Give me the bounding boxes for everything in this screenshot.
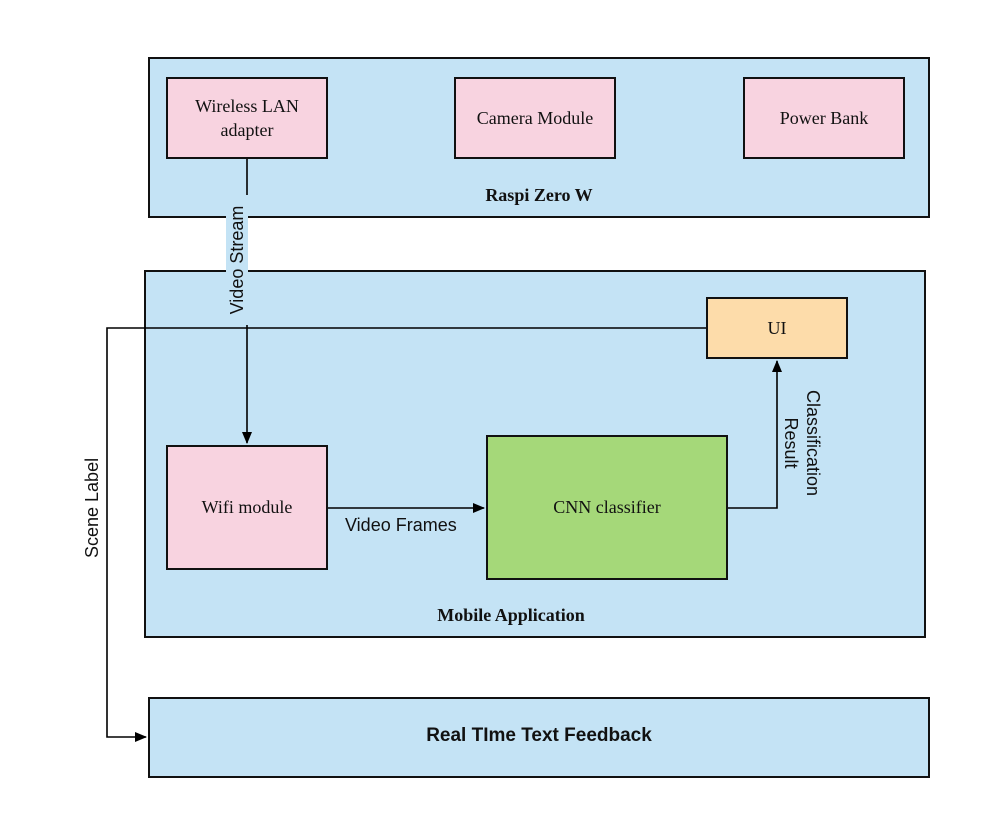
camera-module-box: Camera Module (454, 77, 616, 159)
wifi-module-box: Wifi module (166, 445, 328, 570)
classification-result-edge (728, 360, 782, 509)
real-time-text-feedback-container (148, 697, 930, 778)
classification-result-label: Classification Result (781, 389, 823, 497)
real-time-text-feedback-title: Real TIme Text Feedback (426, 725, 652, 746)
wireless-lan-adapter-box: Wireless LAN adapter (166, 77, 328, 159)
cnn-classifier-box: CNN classifier (486, 435, 728, 580)
power-bank-box: Power Bank (743, 77, 905, 159)
scene-label-edge (106, 327, 706, 742)
ui-box: UI (706, 297, 848, 359)
video-stream-label: Video Stream (226, 195, 248, 325)
raspi-zero-w-title: Raspi Zero W (485, 185, 593, 205)
mobile-application-title: Mobile Application (437, 605, 585, 625)
scene-label-label: Scene Label (81, 457, 103, 558)
video-frames-label: Video Frames (345, 515, 457, 535)
